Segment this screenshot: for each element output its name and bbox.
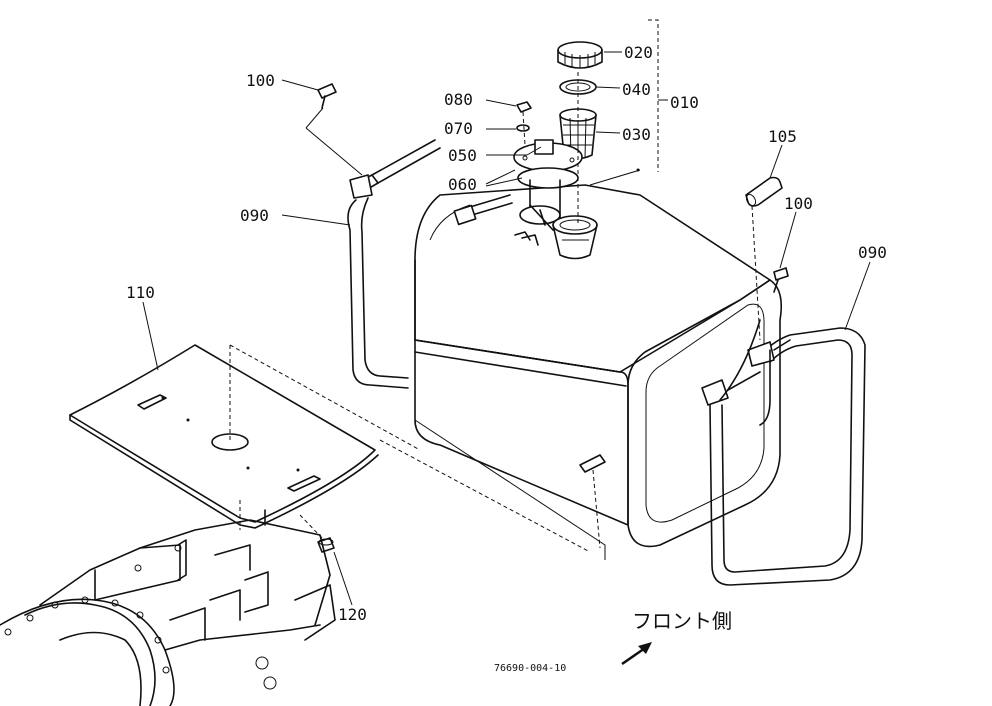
label-100-right: 100 — [784, 194, 813, 213]
filler-assembly — [453, 19, 668, 260]
label-090-right: 090 — [858, 243, 887, 262]
cover-plate — [69, 344, 591, 553]
bolt-100-left — [305, 83, 363, 176]
label-090-left: 090 — [240, 206, 269, 225]
label-060: 060 — [448, 175, 477, 194]
strap-left — [347, 139, 441, 389]
front-indicator: フロント側 — [621, 609, 732, 666]
label-070: 070 — [444, 119, 473, 138]
label-050: 050 — [448, 146, 477, 165]
arrow-head-icon — [638, 642, 652, 654]
leader-lines — [142, 51, 871, 606]
label-100-left: 100 — [246, 71, 275, 90]
label-010: 010 — [670, 93, 699, 112]
label-030: 030 — [622, 125, 651, 144]
label-105: 105 — [768, 127, 797, 146]
label-120: 120 — [338, 605, 367, 624]
cushion-105 — [745, 176, 783, 341]
part-labels: 020 040 010 030 080 070 050 060 100 100 … — [126, 43, 887, 624]
drawing-code: 76690-004-10 — [494, 663, 566, 674]
housing — [0, 500, 336, 706]
label-020: 020 — [624, 43, 653, 62]
label-110: 110 — [126, 283, 155, 302]
bolt-120 — [299, 514, 335, 553]
fuel-tank — [414, 184, 783, 560]
label-040: 040 — [622, 80, 651, 99]
front-side-label: フロント側 — [632, 609, 732, 633]
nut-washer — [516, 101, 532, 146]
strap-right — [701, 267, 866, 586]
label-080: 080 — [444, 90, 473, 109]
